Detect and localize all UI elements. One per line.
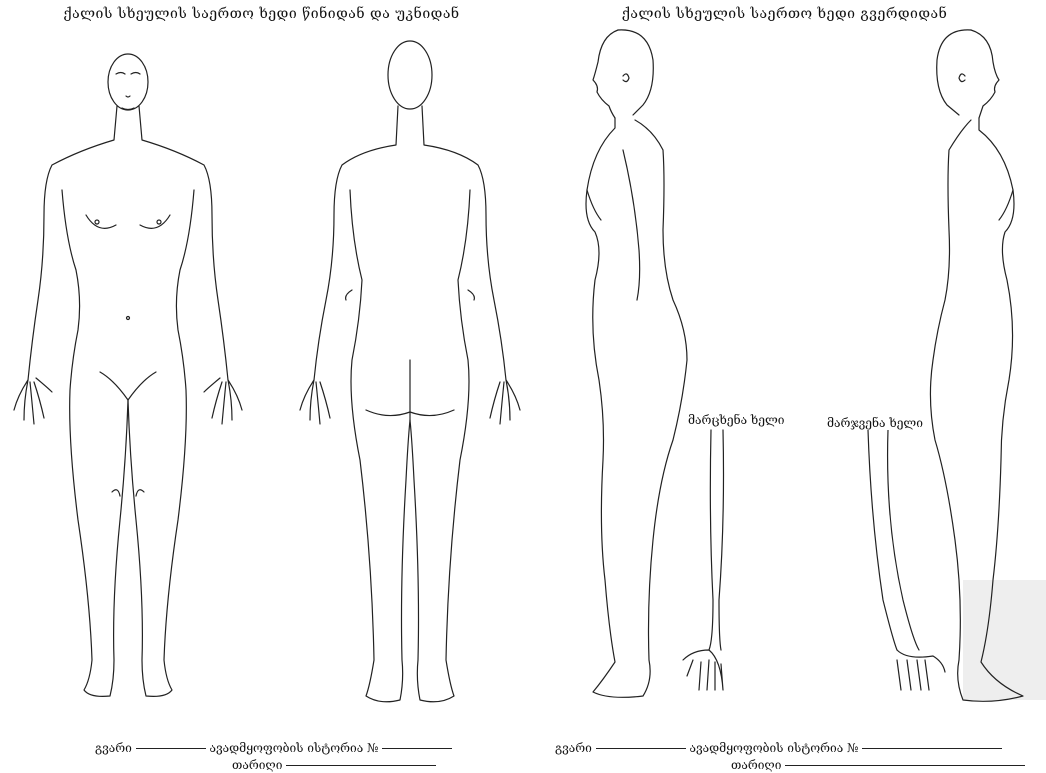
footer-row-1: გვარი ავადმყოფობის ისტორია № bbox=[95, 741, 452, 755]
date-label: თარიღი bbox=[232, 758, 282, 772]
date-field[interactable] bbox=[286, 765, 436, 766]
left-hand-figure bbox=[683, 430, 724, 690]
date-field[interactable] bbox=[785, 765, 1025, 766]
footer-row-1: გვარი ავადმყოფობის ისტორია № bbox=[555, 741, 1002, 755]
surname-field[interactable] bbox=[136, 748, 206, 749]
left-hand-label: მარცხენა ხელი bbox=[686, 413, 787, 427]
right-hand-figure bbox=[868, 430, 945, 690]
right-hand-label: მარჯვენა ხელი bbox=[825, 416, 925, 430]
body-outline-drawings bbox=[0, 0, 523, 773]
surname-label: გვარი bbox=[555, 741, 592, 755]
left-profile-figure bbox=[586, 30, 687, 697]
front-back-panel: ქალის სხეულის საერთო ხედი წინიდან და უკნ… bbox=[0, 0, 523, 773]
surname-field[interactable] bbox=[596, 748, 686, 749]
surname-label: გვარი bbox=[95, 741, 132, 755]
history-number-field[interactable] bbox=[862, 748, 1002, 749]
history-label: ავადმყოფობის ისტორია № bbox=[690, 741, 859, 755]
history-label: ავადმყოფობის ისტორია № bbox=[210, 741, 379, 755]
footer-row-2: თარიღი bbox=[731, 758, 1025, 772]
history-number-field[interactable] bbox=[382, 748, 452, 749]
side-panel: ქალის სხეულის საერთო ხედი გვერდიდან bbox=[523, 0, 1046, 773]
front-view-figure bbox=[14, 54, 242, 696]
back-view-figure bbox=[300, 41, 520, 702]
date-label: თარიღი bbox=[731, 758, 781, 772]
footer-row-2: თარიღი bbox=[232, 758, 436, 772]
side-outline-drawings bbox=[523, 0, 1046, 773]
